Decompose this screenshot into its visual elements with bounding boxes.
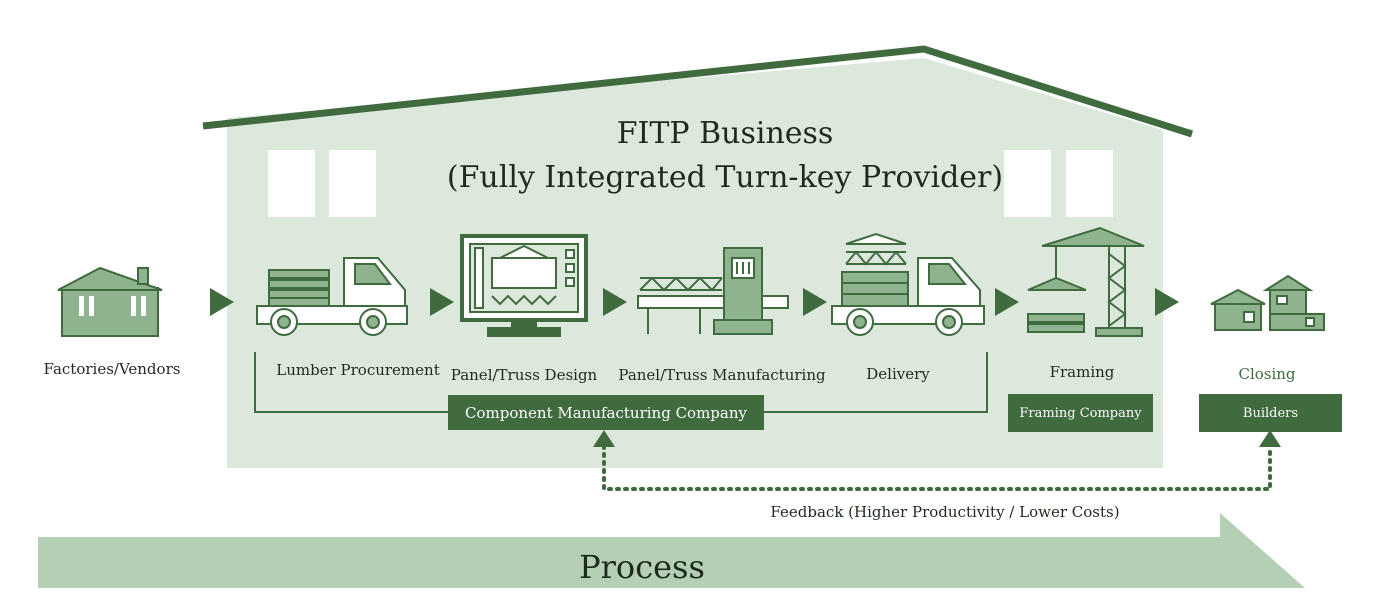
flow-arrow-3	[603, 288, 627, 316]
label-lumber: Lumber Procurement	[276, 361, 440, 379]
feedback-line	[602, 444, 1272, 491]
page-subtitle: (Fully Integrated Turn-key Provider)	[446, 160, 1004, 195]
flow-arrow-1	[210, 288, 234, 316]
flow-arrow-5	[995, 288, 1019, 316]
feedback-arrowhead-left	[593, 430, 615, 447]
building-body	[227, 58, 1163, 468]
flow-arrow-2	[430, 288, 454, 316]
label-delivery: Delivery	[866, 365, 930, 383]
window-right-1	[1004, 150, 1051, 217]
page-title: FITP Business	[616, 116, 834, 151]
process-arrow	[38, 513, 1305, 588]
flow-arrow-6	[1155, 288, 1179, 316]
label-manufacturing: Panel/Truss Manufacturing	[618, 366, 826, 384]
builders-box: Builders	[1199, 394, 1342, 432]
label-design: Panel/Truss Design	[450, 366, 598, 384]
manufacturing-machine-icon	[637, 247, 789, 335]
label-closing: Closing	[1238, 365, 1296, 383]
factory-icon	[57, 266, 163, 337]
monitor-design-icon	[460, 234, 588, 337]
label-factories: Factories/Vendors	[43, 360, 181, 378]
component-company-box: Component Manufacturing Company	[448, 395, 764, 430]
component-bracket	[254, 352, 988, 413]
houses-icon	[1210, 274, 1325, 331]
delivery-truck-icon	[831, 232, 985, 336]
window-left-2	[329, 150, 376, 217]
framing-company-box: Framing Company	[1008, 394, 1153, 432]
feedback-label: Feedback (Higher Productivity / Lower Co…	[770, 503, 1120, 521]
process-label: Process	[579, 548, 705, 586]
building-roof	[202, 45, 1194, 138]
lumber-truck-icon	[256, 257, 408, 336]
window-right-2	[1066, 150, 1113, 217]
label-framing: Framing	[1049, 363, 1115, 381]
crane-icon	[1027, 226, 1145, 337]
window-left-1	[268, 150, 315, 217]
feedback-arrowhead-right	[1259, 430, 1281, 447]
flow-arrow-4	[803, 288, 827, 316]
